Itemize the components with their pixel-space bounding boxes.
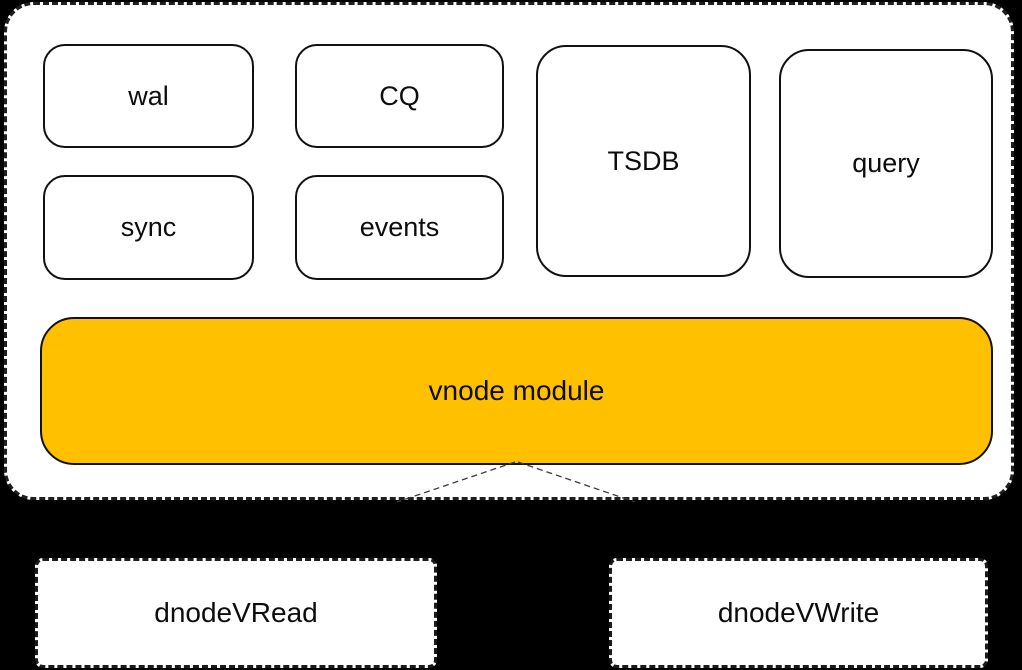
module-box-tsdb: TSDB xyxy=(536,45,751,277)
module-box-cq: CQ xyxy=(295,44,504,148)
dnode-vwrite-box: dnodeVWrite xyxy=(609,558,988,668)
vnode-container-box: wal CQ sync events TSDB query vnode modu… xyxy=(4,2,1014,500)
dnode-vread-label: dnodeVRead xyxy=(154,597,318,628)
module-label-tsdb: TSDB xyxy=(607,145,680,176)
module-label-query: query xyxy=(852,148,920,178)
module-label-sync: sync xyxy=(120,212,177,242)
dnode-vwrite-label: dnodeVWrite xyxy=(717,597,880,628)
module-label-wal: wal xyxy=(128,80,169,111)
vnode-module-bar: vnode module xyxy=(40,317,993,465)
module-label-cq: CQ xyxy=(379,80,420,111)
module-box-wal: wal xyxy=(43,44,254,148)
module-box-events: events xyxy=(295,175,504,280)
module-label-events: events xyxy=(359,212,440,242)
vnode-module-label: vnode module xyxy=(428,375,605,406)
module-box-sync: sync xyxy=(43,175,254,280)
dnode-vread-box: dnodeVRead xyxy=(35,558,437,668)
module-box-query: query xyxy=(779,49,993,278)
